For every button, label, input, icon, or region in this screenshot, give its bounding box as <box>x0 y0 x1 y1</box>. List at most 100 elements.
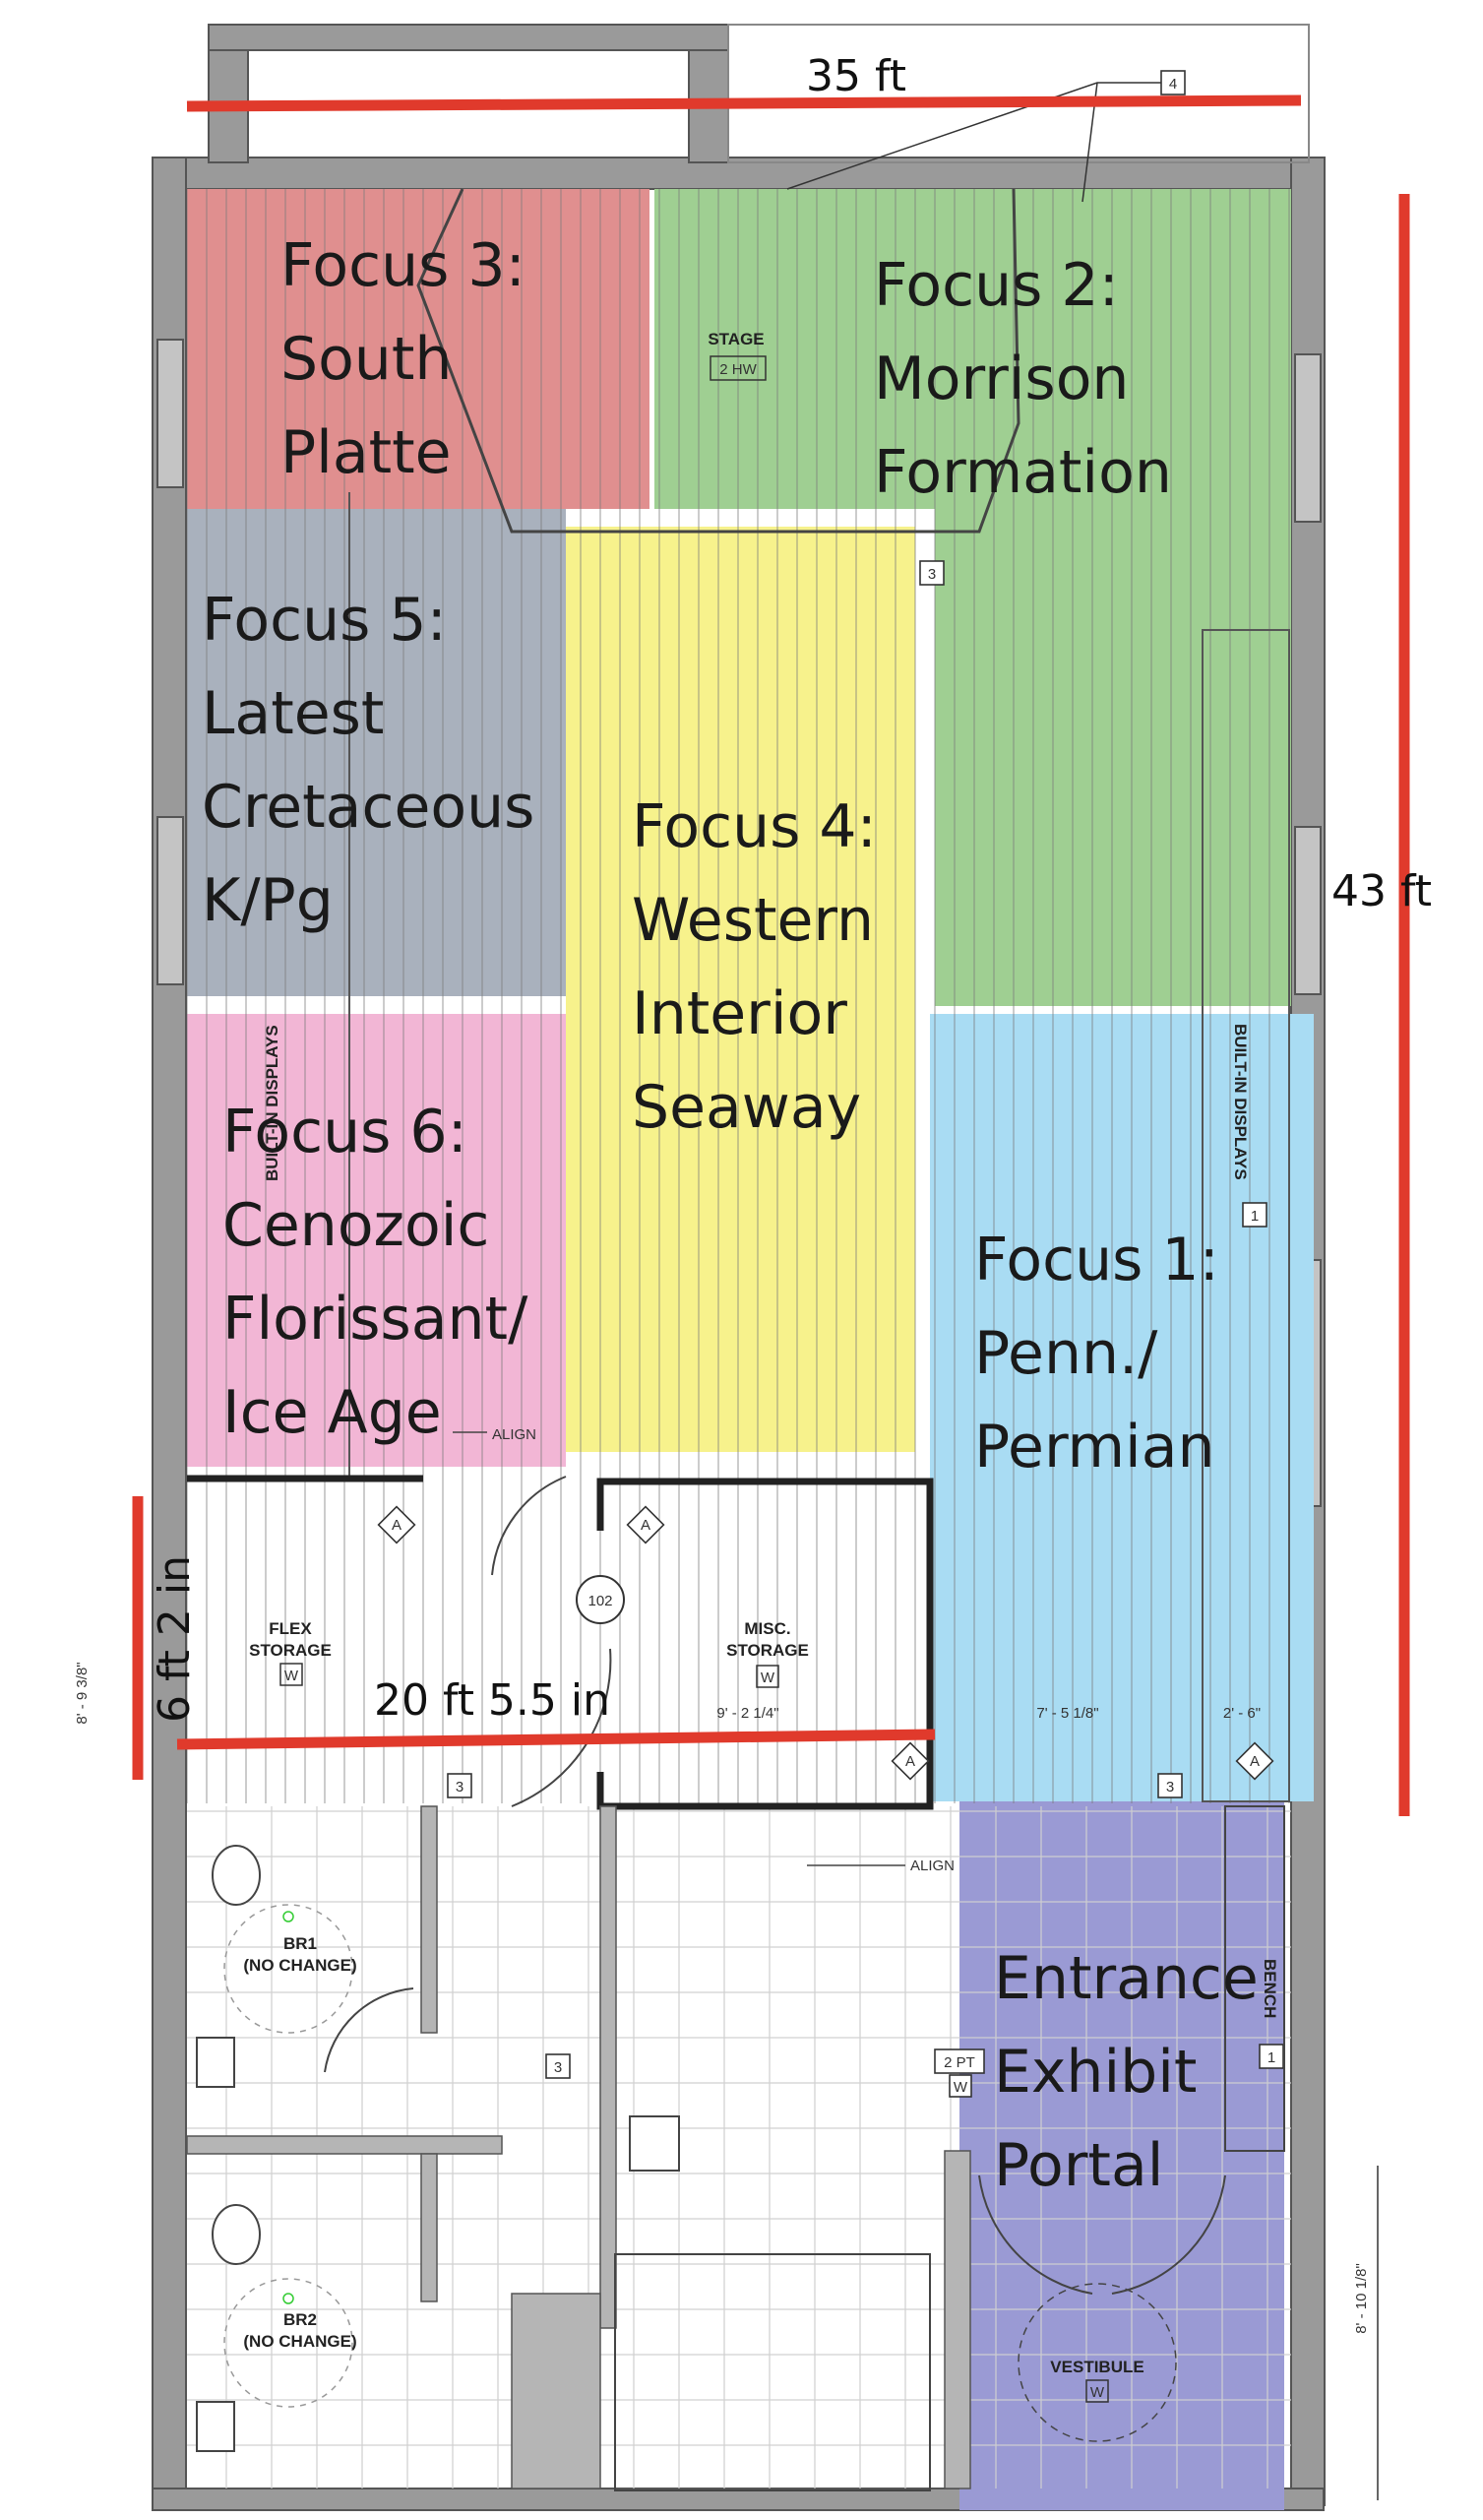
corridor-wall <box>599 1805 617 2329</box>
dimension-lines <box>132 94 1410 1816</box>
a-tag-3: A <box>905 1753 915 1770</box>
built-in-right-label: BUILT-IN DISPLAYS <box>1231 1024 1250 1180</box>
tag-1a: 1 <box>1251 1208 1259 1225</box>
bench-outline <box>1224 1805 1285 2152</box>
dim-43ft-label: 43 ft <box>1331 866 1432 916</box>
top-annex-outline <box>727 24 1310 163</box>
door-swing-vestibule <box>978 2174 1093 2295</box>
dim-left: 8' - 9 3/8" <box>74 1662 91 1724</box>
focus3-line3: Platte <box>280 418 452 487</box>
focus2-line3: Formation <box>874 438 1172 507</box>
fixtures <box>196 1845 931 2491</box>
a-tag-4: A <box>1250 1753 1260 1770</box>
door-swing-main <box>491 1476 567 1576</box>
focus5-line4: K/Pg <box>202 866 334 935</box>
fixture-box <box>629 2115 680 2172</box>
a-tag-1: A <box>392 1517 402 1534</box>
tag-4-box <box>1160 70 1186 95</box>
a-tag-1-box <box>377 1505 416 1544</box>
tag-4: 4 <box>1169 76 1177 93</box>
focus4-line2: Western <box>632 886 874 955</box>
vestibule-label: VESTIBULE <box>1050 2358 1143 2376</box>
entrance-line1: Entrance <box>994 1944 1259 2013</box>
entrance-line3: Portal <box>994 2131 1163 2200</box>
focus5-line3: Cretaceous <box>202 773 534 842</box>
tag-w-vest-box <box>949 2074 972 2098</box>
flex-storage-tag-box <box>279 1663 303 1686</box>
room-number-circle <box>576 1575 625 1624</box>
focus6-label: Focus 6: Cenozoic Florissant/ Ice Age <box>222 1098 528 1447</box>
br1-sensor-icon <box>282 1911 294 1922</box>
br2-wall-right <box>420 2153 438 2302</box>
vestibule-turn-circle <box>1018 2283 1177 2442</box>
flex-storage-label-2: STORAGE <box>249 1641 332 1660</box>
tag-2pt: 2 PT <box>944 2054 975 2071</box>
tag-1b: 1 <box>1267 2049 1275 2066</box>
tag-1a-box <box>1242 1202 1267 1228</box>
storage-walls <box>187 1475 934 1810</box>
misc-storage-wall <box>596 1478 934 1810</box>
stage-tag-box <box>710 355 767 381</box>
align-upper: ALIGN <box>492 1426 536 1443</box>
focus4-line4: Seaway <box>632 1073 861 1142</box>
a-tag-2-box <box>626 1505 665 1544</box>
focus6-line4: Ice Age <box>222 1378 442 1447</box>
a-tag-3-box <box>891 1741 930 1781</box>
focus1-label: Focus 1: Penn./ Permian <box>974 1226 1219 1481</box>
focus2-label: Focus 2: Morrison Formation <box>874 251 1172 507</box>
focus3-label: Focus 3: South Platte <box>280 231 525 487</box>
lower-block-wall <box>511 2293 601 2489</box>
door-swing-br1 <box>324 1987 414 2073</box>
focus5-line1: Focus 5: <box>202 586 447 655</box>
number-tags <box>447 70 1284 2098</box>
entrance-label: Entrance Exhibit Portal <box>994 1944 1259 2200</box>
br2-sensor-icon <box>282 2293 294 2304</box>
focus3-line2: South <box>280 325 452 394</box>
entry-wall <box>944 2150 971 2489</box>
focus4-line3: Interior <box>632 979 847 1048</box>
br2-label-2: (NO CHANGE) <box>243 2332 356 2351</box>
focus4-line1: Focus 4: <box>632 792 877 861</box>
a-tags <box>377 1505 1274 1781</box>
dim-20ft-label: 20 ft 5.5 in <box>374 1675 610 1726</box>
focus5-line2: Latest <box>202 679 384 748</box>
wall-window-3 <box>1294 353 1322 523</box>
tag-3b-box <box>447 1773 472 1798</box>
toilet-1 <box>212 1845 261 1906</box>
door-swing-vestibule-2 <box>1111 2174 1226 2295</box>
focus1-line3: Permian <box>974 1413 1214 1481</box>
focus6-line2: Cenozoic <box>222 1191 489 1260</box>
stage-outline <box>416 188 1020 534</box>
tag-3d: 3 <box>554 2059 562 2076</box>
wall-window-2 <box>156 816 184 985</box>
br1-label-2: (NO CHANGE) <box>243 1956 356 1975</box>
vestibule-tag-box <box>1085 2379 1109 2403</box>
br1-label-1: BR1 <box>283 1934 317 1953</box>
br1-turn-circle <box>223 1904 353 2034</box>
tag-3a: 3 <box>928 566 936 583</box>
tag-3c-box <box>1157 1773 1183 1798</box>
dim-vestibule: 8' - 10 1/8" <box>1353 2263 1370 2334</box>
dim-6ft-label: 6 ft 2 in <box>150 1555 200 1723</box>
dim-bench: 2' - 6" <box>1223 1705 1261 1722</box>
built-in-left-label: BUILT-IN DISPLAYS <box>263 1025 281 1181</box>
dim-mid: 7' - 5 1/8" <box>1036 1705 1098 1722</box>
stage-label: STAGE <box>708 330 764 348</box>
tag-3d-box <box>545 2053 571 2079</box>
stage-tag: 2 HW <box>719 361 757 378</box>
wall-window-4 <box>1294 826 1322 995</box>
a-tag-4-box <box>1235 1741 1274 1781</box>
toilet-2 <box>212 2204 261 2265</box>
dim-35ft-label: 35 ft <box>806 51 906 101</box>
focus2-line2: Morrison <box>874 345 1129 413</box>
counter <box>614 2253 931 2491</box>
entrance-line2: Exhibit <box>994 2038 1197 2107</box>
focus5-label: Focus 5: Latest Cretaceous K/Pg <box>202 586 534 935</box>
dim-misc: 9' - 2 1/4" <box>716 1705 778 1722</box>
bench-label: BENCH <box>1261 1959 1279 2018</box>
vestibule-tag: W <box>1090 2384 1105 2401</box>
tag-1b-box <box>1259 2044 1284 2069</box>
tag-w-vest: W <box>954 2079 968 2096</box>
dim-line-35ft <box>186 94 1302 112</box>
wall-window-1 <box>156 339 184 488</box>
